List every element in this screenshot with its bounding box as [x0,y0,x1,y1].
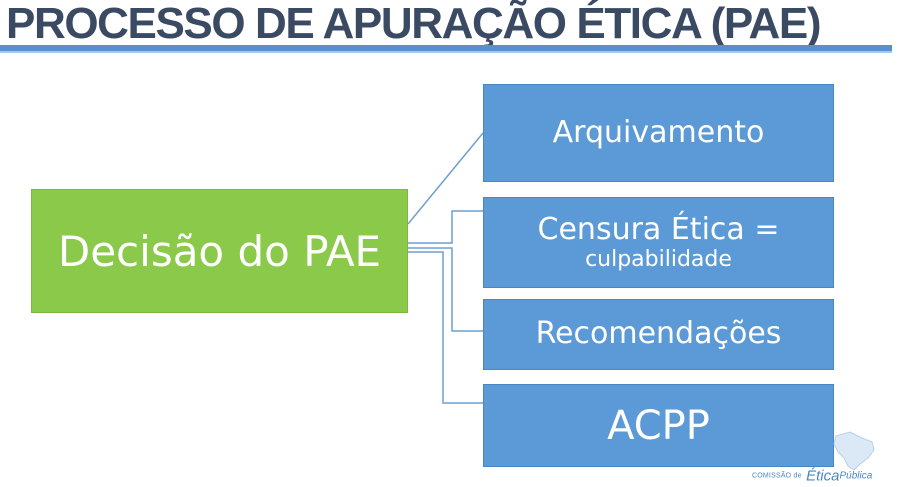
outcome-recomendacoes-label: Recomendações [535,316,782,352]
slide-title: PROCESSO DE APURAÇÃO ÉTICA (PAE) [6,0,821,48]
comissao-etica-publica-logo: COMISSÃO de ÉticaPública [752,467,892,485]
outcome-censura-etica-sublabel: culpabilidade [585,247,732,273]
connector-recomendacoes [408,247,483,332]
outcome-acpp-label: ACPP [607,402,710,449]
logo-brand-mid: Pública [839,470,873,482]
title-underline [0,45,892,53]
outcome-censura-etica-box: Censura Ética = culpabilidade [483,197,834,288]
outcome-censura-etica-label: Censura Ética = [537,211,780,247]
outcome-acpp-box: ACPP [483,384,834,467]
outcome-arquivamento-label: Arquivamento [552,114,765,150]
connector-acpp [408,251,483,404]
logo-brand-big: Ética [806,467,840,485]
decision-pae-box: Decisão do PAE [31,189,408,313]
connector-censura [408,210,483,244]
connector-arquivamento [407,132,484,225]
decision-pae-label: Decisão do PAE [57,226,382,276]
outcome-arquivamento-box: Arquivamento [483,84,834,182]
outcome-recomendacoes-box: Recomendações [483,299,834,370]
brazil-map-logo-icon [833,431,875,471]
logo-small-text: COMISSÃO de [752,472,802,480]
